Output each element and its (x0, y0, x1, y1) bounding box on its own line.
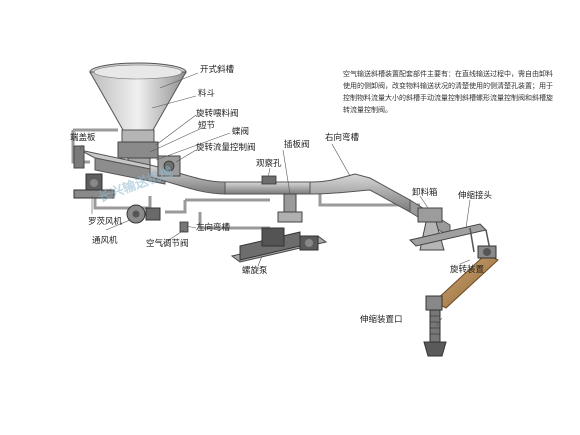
rotary-feed-valve (117, 141, 159, 167)
ventilation-fan (126, 204, 161, 224)
rotary-spout (425, 245, 499, 311)
label-end-cover: 端盖板 (70, 133, 96, 143)
label-hopper: 料斗 (198, 89, 216, 99)
hopper (89, 62, 187, 143)
description-text: 空气输送斜槽装置配套部件主要有：在直线输送过程中，需自由卸料使用的侧卸阀，改变物… (343, 70, 553, 114)
rotary-flow-valve (157, 155, 181, 177)
label-rotary-device: 旋转装置 (450, 265, 485, 275)
label-gate-valve: 插板阀 (284, 140, 310, 150)
label-screw-pump: 螺旋泵 (242, 266, 268, 276)
label-fan: 通风机 (92, 236, 118, 246)
label-air-regulating-valve: 空气调节阀 (146, 239, 189, 249)
label-left-bend: 左向弯槽 (196, 223, 231, 233)
label-roots-blower: 罗茨风机 (88, 217, 123, 227)
label-slider-trough: 开式斜槽 (200, 65, 235, 75)
label-rotary-flow-valve: 旋转流量控制阀 (196, 143, 256, 153)
label-telescopic-head: 伸缩接头 (458, 191, 493, 201)
label-rotary-feed-valve: 旋转喂料阀 (196, 109, 239, 119)
inspection-hole (261, 175, 277, 185)
roots-blower (73, 173, 115, 199)
label-discharge-box: 卸料箱 (412, 188, 438, 198)
label-butterfly-valve: 蝶阀 (232, 127, 250, 137)
end-cover-plate (73, 145, 85, 169)
air-regulating-valve (179, 221, 189, 233)
label-short-joint: 短节 (198, 121, 216, 131)
telescopic-outlet (423, 309, 447, 357)
gate-valve (277, 193, 303, 223)
label-telescopic-outlet: 伸缩装置口 (360, 315, 403, 325)
leader-lines (79, 72, 471, 327)
screw-pump (230, 227, 328, 263)
label-right-bend: 右向弯槽 (325, 133, 360, 143)
label-inspection-hole: 观察孔 (256, 159, 282, 169)
